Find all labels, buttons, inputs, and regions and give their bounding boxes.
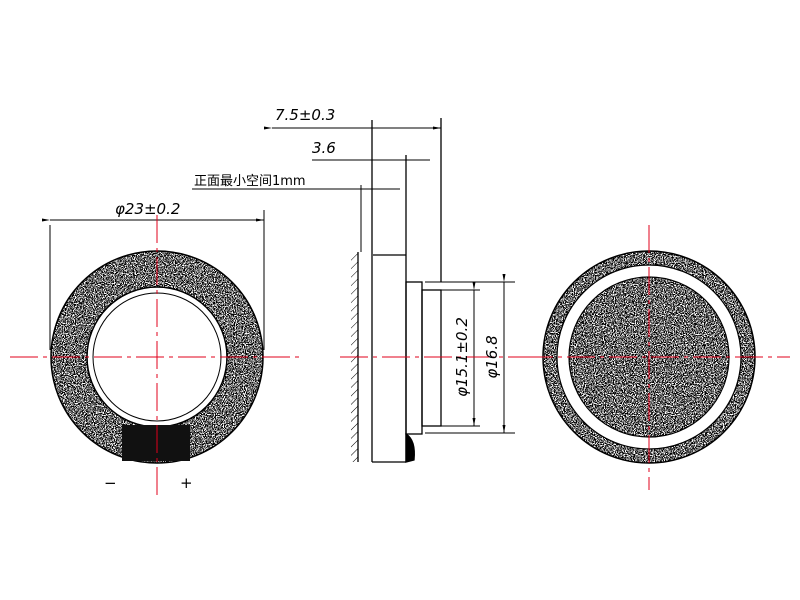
outer-diameter-label: φ23±0.2 [115, 200, 181, 218]
front-view [10, 210, 300, 495]
front-clearance-label: 正面最小空间1mm [194, 174, 306, 189]
side-view [192, 118, 540, 463]
rear-diameter-label: φ16.8 [483, 335, 501, 379]
inner-diameter-label: φ15.1±0.2 [453, 317, 471, 397]
negative-terminal-label: − [104, 474, 117, 492]
terminal-pad [122, 425, 190, 461]
positive-terminal-label: + [180, 474, 193, 492]
back-view [525, 225, 790, 490]
body-depth-label: 3.6 [312, 139, 336, 157]
overall-depth-label: 7.5±0.3 [275, 106, 336, 124]
